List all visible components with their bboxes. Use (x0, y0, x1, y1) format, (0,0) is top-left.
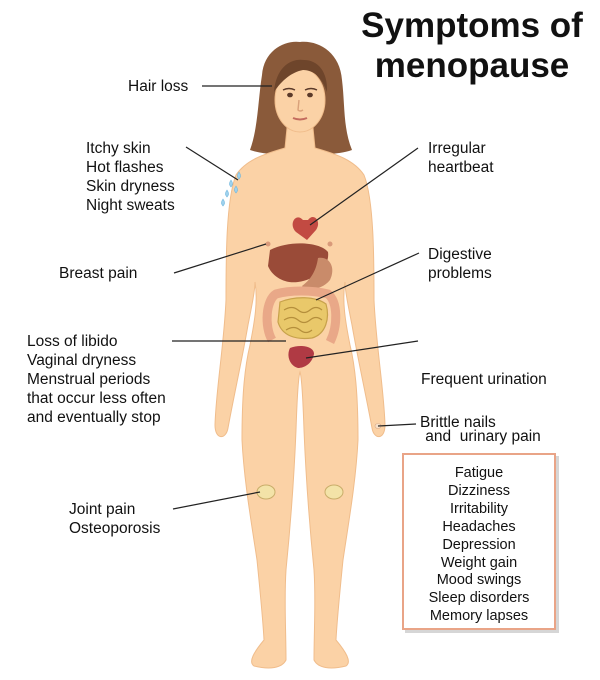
title-line-1: Symptoms of (361, 6, 583, 45)
symptom-dizziness: Dizziness (447, 482, 511, 499)
nipple-left (265, 241, 271, 247)
symptom-depression: Depression (442, 536, 516, 553)
label-digestive-group: Digestive problems (428, 245, 492, 283)
label-vaginal-dryness: Vaginal dryness (27, 352, 137, 369)
leader-lines (172, 85, 420, 510)
label-libido-group: Loss of libido Vaginal dryness Menstrual… (27, 332, 166, 427)
label-heartbeat-group: Irregular heartbeat (428, 139, 494, 177)
droplet-icon (221, 171, 241, 207)
label-frequent-urination: Frequent urination (421, 371, 547, 388)
face (282, 87, 318, 121)
large-intestine (262, 286, 341, 345)
label-urination-group: Frequent urination and urinary pain (421, 332, 547, 465)
title-line-2: menopause (374, 46, 570, 85)
label-heartbeat: heartbeat (428, 159, 494, 176)
label-joint-pain: Joint pain (69, 501, 136, 518)
label-itchy-skin: Itchy skin (86, 140, 151, 157)
stomach (302, 257, 333, 290)
symptom-memory-lapses: Memory lapses (429, 608, 529, 625)
small-intestine-folds (283, 306, 323, 334)
nipple-right (327, 241, 333, 247)
heart-icon (292, 217, 319, 240)
label-eventually-stop: and eventually stop (27, 409, 161, 426)
symptom-irritability: Irritability (449, 500, 508, 517)
knee-joint-icon (256, 484, 344, 500)
label-irregular: Irregular (428, 140, 486, 157)
symptom-headaches: Headaches (442, 518, 516, 535)
label-joint-group: Joint pain Osteoporosis (69, 500, 160, 538)
label-digestive: Digestive (428, 246, 492, 263)
label-menstrual-periods: Menstrual periods (27, 371, 151, 388)
female-body-silhouette (214, 127, 386, 669)
symptom-sleep-disorders: Sleep disorders (428, 590, 530, 607)
bladder-icon (288, 346, 314, 368)
label-night-sweats: Night sweats (86, 197, 175, 214)
label-urinary-pain: and urinary pain (421, 428, 541, 445)
label-loss-of-libido: Loss of libido (27, 333, 118, 350)
label-hair-loss: Hair loss (128, 78, 189, 95)
symptom-fatigue: Fatigue (454, 465, 504, 481)
other-symptoms-box: Fatigue Dizziness Irritability Headaches… (402, 453, 556, 630)
symptom-mood-swings: Mood swings (436, 572, 522, 589)
hair-front (274, 59, 328, 92)
label-breast-pain: Breast pain (59, 265, 138, 282)
symptom-weight-gain: Weight gain (440, 554, 518, 571)
label-osteoporosis: Osteoporosis (69, 520, 161, 537)
label-skin-dryness: Skin dryness (86, 178, 175, 195)
diagram-title: Symptoms of menopause (352, 6, 592, 86)
label-problems: problems (428, 265, 492, 282)
label-brittle-nails: Brittle nails (420, 414, 496, 431)
label-occur-less-often: that occur less often (27, 390, 166, 407)
label-hot-flashes: Hot flashes (86, 159, 164, 176)
liver (268, 243, 329, 283)
label-skin-group: Itchy skin Hot flashes Skin dryness Nigh… (86, 139, 175, 215)
